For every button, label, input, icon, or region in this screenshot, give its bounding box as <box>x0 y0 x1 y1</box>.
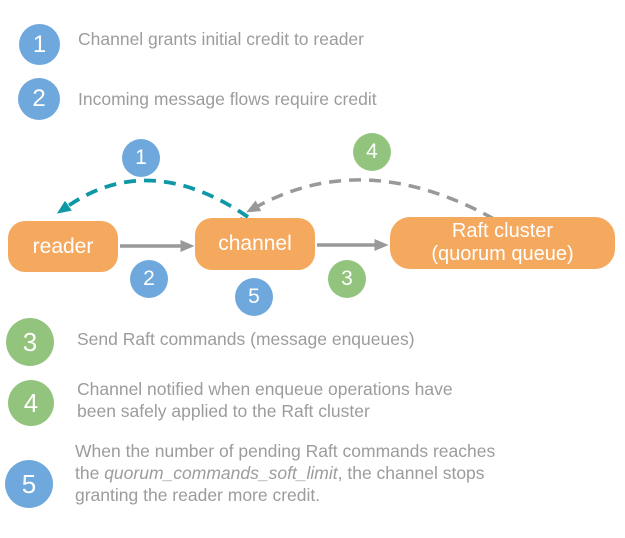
legend-step-4-text: Channel notified when enqueue operations… <box>77 378 453 422</box>
legend-step-3-badge: 3 <box>6 318 54 366</box>
legend-step-4-line1: Channel notified when enqueue operations… <box>77 379 453 399</box>
diagram-badge-1: 1 <box>122 139 160 177</box>
node-reader: reader <box>8 221 118 272</box>
arrow-credit-channel-to-reader <box>56 178 250 219</box>
legend-step-5-badge: 5 <box>5 460 53 508</box>
diagram-badge-4: 4 <box>353 133 391 171</box>
diagram-badge-3: 3 <box>328 260 366 298</box>
arrow-notify-raft-to-channel <box>246 178 495 221</box>
node-raft-cluster: Raft cluster (quorum queue) <box>390 217 615 269</box>
node-reader-label: reader <box>32 234 94 258</box>
legend-step-5-config-key: quorum_commands_soft_limit <box>104 463 338 483</box>
legend-step-2-badge: 2 <box>18 78 60 120</box>
legend-step-3-text: Send Raft commands (message enqueues) <box>77 329 415 349</box>
legend-step-5-line2: the quorum_commands_soft_limit, the chan… <box>75 462 495 484</box>
legend-step-5-line3: granting the reader more credit. <box>75 485 321 505</box>
node-raft-label-line2: (quorum queue) <box>431 243 574 265</box>
legend-step-1-text: Channel grants initial credit to reader <box>78 29 364 49</box>
legend-step-5-line1: When the number of pending Raft commands… <box>75 441 496 461</box>
diagram-badge-2: 2 <box>130 260 168 298</box>
legend-step-4-badge: 4 <box>8 380 54 426</box>
legend-step-5-line2-post: , the channel stops <box>337 463 485 483</box>
legend-step-4-line2: been safely applied to the Raft cluster <box>77 401 370 421</box>
legend-step-1-badge: 1 <box>19 24 60 65</box>
legend-step-2-text: Incoming message flows require credit <box>78 89 377 109</box>
node-channel: channel <box>195 218 315 270</box>
diagram-badge-5: 5 <box>235 278 273 316</box>
legend-step-5-text: When the number of pending Raft commands… <box>75 440 495 506</box>
node-channel-label: channel <box>218 232 292 255</box>
legend-step-5-line2-pre: the <box>75 463 105 483</box>
node-raft-label-line1: Raft cluster <box>451 220 554 242</box>
